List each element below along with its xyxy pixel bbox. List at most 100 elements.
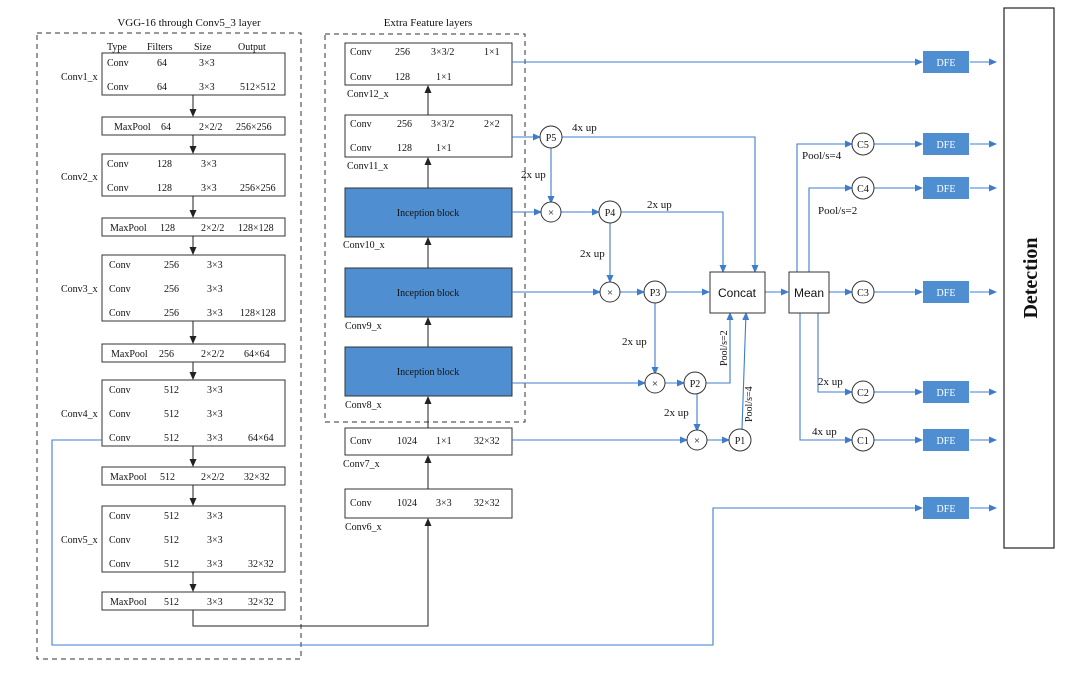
cell: Conv	[109, 559, 131, 570]
cell: 3×3	[201, 159, 217, 170]
vgg-block-maxpool2: MaxPool 128 2×2/2 128×128	[101, 217, 286, 237]
cell: 512	[164, 535, 179, 546]
block-label: Conv4_x	[61, 409, 98, 420]
op-2x-up: 2x up	[521, 169, 546, 181]
p3-label: P3	[650, 288, 661, 299]
header-filters: Filters	[147, 42, 173, 53]
op-pool-s2: Pool/s=2	[818, 205, 857, 217]
cell: 256×256	[240, 183, 276, 194]
cell: Conv	[107, 159, 129, 170]
dfe-label: DFE	[937, 184, 956, 195]
cell: 1024	[397, 436, 417, 447]
inception-label: Inception block	[397, 208, 459, 219]
cell: MaxPool	[110, 597, 147, 608]
cell: 128	[160, 223, 175, 234]
block-label: Conv9_x	[345, 321, 382, 332]
cell: 64	[161, 122, 171, 133]
cell: Conv	[109, 260, 131, 271]
cell: 512	[164, 433, 179, 444]
cell: 512	[164, 409, 179, 420]
dfe-label: DFE	[937, 288, 956, 299]
cell: Conv	[350, 436, 372, 447]
vgg-block-maxpool3: MaxPool 256 2×2/2 64×64	[101, 343, 286, 363]
cell: 512×512	[240, 82, 276, 93]
cell: MaxPool	[111, 349, 148, 360]
cell: Conv	[109, 433, 131, 444]
p2-label: P2	[690, 379, 701, 390]
cell: 3×3	[207, 409, 223, 420]
cell: 64	[157, 82, 167, 93]
cell: 128	[395, 72, 410, 83]
p4-label: P4	[605, 208, 616, 219]
cell: Conv	[109, 284, 131, 295]
cell: 3×3	[207, 260, 223, 271]
block-label: Conv12_x	[347, 89, 389, 100]
cell: 32×32	[474, 498, 500, 509]
feature-connections	[51, 58, 997, 646]
cell: 2×2/2	[201, 223, 224, 234]
header-size: Size	[194, 42, 212, 53]
multiply-node-2: ×	[599, 281, 621, 303]
vgg-dashed-frame	[36, 32, 302, 660]
dfe-label: DFE	[937, 504, 956, 515]
cell: Conv	[109, 535, 131, 546]
c5-node: C5	[851, 132, 875, 156]
vgg-block-conv5: Conv 512 3×3 Conv 512 3×3 Conv 512 3×3 3…	[61, 505, 286, 573]
detection-box: Detection	[1003, 7, 1055, 549]
extra-block-conv12: Conv 256 3×3/2 1×1 Conv 128 1×1 Conv12_x	[344, 42, 513, 100]
extra-block-conv10: Inception block Conv10_x	[343, 187, 513, 251]
cell: Conv	[109, 308, 131, 319]
cell: 3×3	[207, 433, 223, 444]
cell: Conv	[350, 47, 372, 58]
cell: Conv	[107, 58, 129, 69]
cell: 2×2/2	[201, 472, 224, 483]
c2-node: C2	[851, 380, 875, 404]
cell: 3×3/2	[431, 119, 454, 130]
block-label: Conv11_x	[347, 161, 388, 172]
cell: 512	[164, 559, 179, 570]
cell: Conv	[350, 498, 372, 509]
cell: 512	[160, 472, 175, 483]
cell: Conv	[107, 183, 129, 194]
multiply-node-3: ×	[644, 372, 666, 394]
inception-label: Inception block	[397, 288, 459, 299]
fusion-op-labels: Pool/s=4 Pool/s=2 2x up 4x up	[802, 150, 857, 438]
block-label: Conv10_x	[343, 240, 385, 251]
cell: 2×2/2	[199, 122, 222, 133]
block-label: Conv3_x	[61, 284, 98, 295]
cell: Conv	[350, 72, 372, 83]
dfe-box: DFE	[923, 133, 969, 155]
p5-label: P5	[546, 133, 557, 144]
multiply-symbol: ×	[652, 378, 658, 390]
op-2x-up: 2x up	[622, 336, 647, 348]
p4-node: P4	[598, 200, 622, 224]
cell: 3×3	[436, 498, 452, 509]
block-label: Conv1_x	[61, 72, 98, 83]
c2-label: C2	[857, 388, 869, 399]
cell: MaxPool	[110, 472, 147, 483]
mean-box: Mean	[788, 271, 830, 314]
cell: 64	[157, 58, 167, 69]
header-type: Type	[107, 42, 127, 53]
cell: 128×128	[238, 223, 274, 234]
op-2x-up: 2x up	[818, 376, 843, 388]
c1-node: C1	[851, 428, 875, 452]
dfe-label: DFE	[937, 58, 956, 69]
block-label: Conv2_x	[61, 172, 98, 183]
c4-label: C4	[857, 184, 869, 195]
cell: 32×32	[244, 472, 270, 483]
extra-block-conv11: Conv 256 3×3/2 2×2 Conv 128 1×1 Conv11_x	[344, 114, 513, 172]
cell: 256	[159, 349, 174, 360]
cell: Conv	[350, 119, 372, 130]
cell: 3×3	[207, 308, 223, 319]
cell: Conv	[109, 385, 131, 396]
dfe-box: DFE	[923, 177, 969, 199]
op-2x-up: 2x up	[664, 407, 689, 419]
p1-node: P1	[728, 428, 752, 452]
vgg-arrows	[189, 95, 432, 627]
cell: 3×3	[207, 559, 223, 570]
dfe-label: DFE	[937, 436, 956, 447]
cell: Conv	[109, 511, 131, 522]
vgg-header: Type Filters Size Output	[107, 42, 266, 53]
vgg-title: VGG-16 through Conv5_3 layer	[117, 17, 261, 29]
